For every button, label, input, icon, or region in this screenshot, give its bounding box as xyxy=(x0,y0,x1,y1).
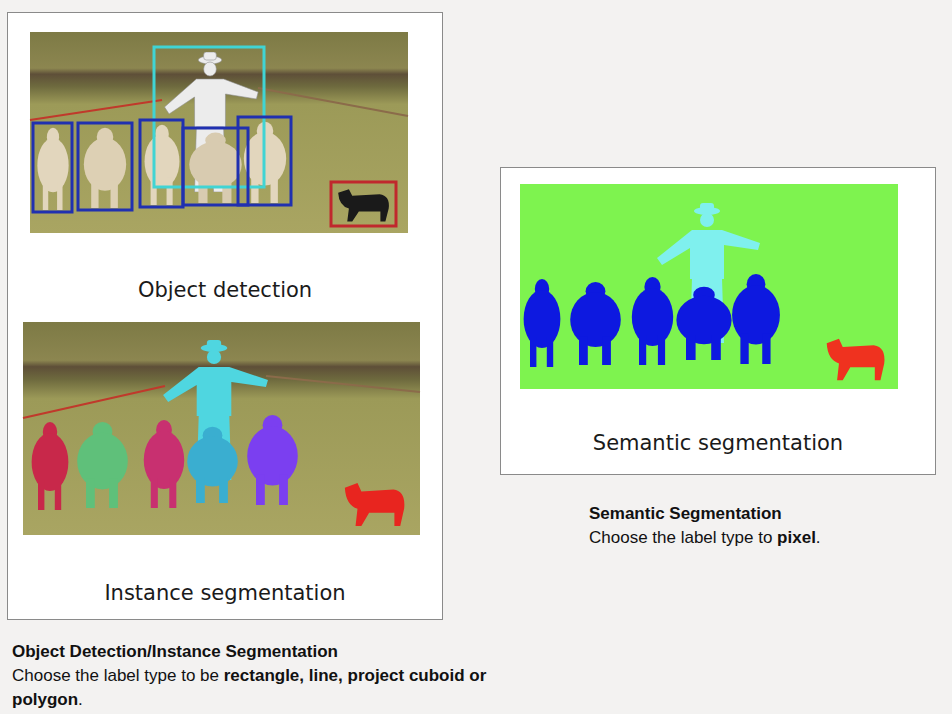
note-block: Object Detection/Instance SegmentationCh… xyxy=(12,640,497,712)
sheep-class xyxy=(524,279,561,367)
panel-ground xyxy=(500,167,936,475)
sheep-mask xyxy=(187,427,238,503)
figure-caption: Instance segmentation xyxy=(8,581,442,605)
sheep xyxy=(189,133,241,203)
sheep xyxy=(145,125,180,205)
rope xyxy=(258,88,408,116)
sheep-class xyxy=(732,274,780,364)
rope xyxy=(23,386,165,418)
sheep-mask xyxy=(32,422,69,510)
note-heading-line: Semantic Segmentation xyxy=(589,502,934,526)
sheep-class xyxy=(676,287,731,360)
bounding-box xyxy=(33,123,72,212)
label-type: pixel xyxy=(777,528,816,547)
note-heading: Semantic Segmentation xyxy=(589,504,782,523)
note-text: Choose the label type to xyxy=(589,528,772,547)
bounding-box xyxy=(78,123,132,210)
sheep-class xyxy=(632,277,673,365)
sheep-mask xyxy=(247,415,298,505)
dog-class xyxy=(827,339,885,380)
note-text: . xyxy=(816,528,821,547)
note-paragraph: Choose the label type to pixel. xyxy=(589,526,934,550)
note-paragraph: Choose the label type to berectangle, li… xyxy=(12,664,497,712)
panel-ground xyxy=(7,12,443,620)
sheep-mask xyxy=(77,422,128,508)
dog xyxy=(338,189,389,221)
bounding-box xyxy=(140,120,183,207)
note-text: Choose the label type to be xyxy=(12,666,219,685)
photo xyxy=(23,322,420,535)
semantic-map xyxy=(520,184,898,389)
figure-caption: Semantic segmentation xyxy=(501,431,935,455)
bounding-box xyxy=(238,117,291,205)
photo xyxy=(30,32,408,233)
sheep-class xyxy=(570,282,621,365)
rope xyxy=(266,376,420,392)
sheep-mask xyxy=(144,420,184,508)
bounding-box xyxy=(331,182,396,226)
note-heading: Object Detection/Instance Segmentation xyxy=(12,642,338,661)
note-block: Semantic SegmentationChoose the label ty… xyxy=(589,502,934,550)
sheep xyxy=(37,128,68,210)
dog-mask xyxy=(345,483,405,526)
figure-caption: Object detection xyxy=(8,278,442,302)
rope xyxy=(30,100,162,120)
figure-panel: Object detectionInstance segmentation xyxy=(7,12,443,620)
figure-panel: Semantic segmentation xyxy=(500,167,936,475)
sheep xyxy=(84,128,126,208)
note-heading-line: Object Detection/Instance Segmentation xyxy=(12,640,497,664)
note-text: . xyxy=(78,690,83,709)
